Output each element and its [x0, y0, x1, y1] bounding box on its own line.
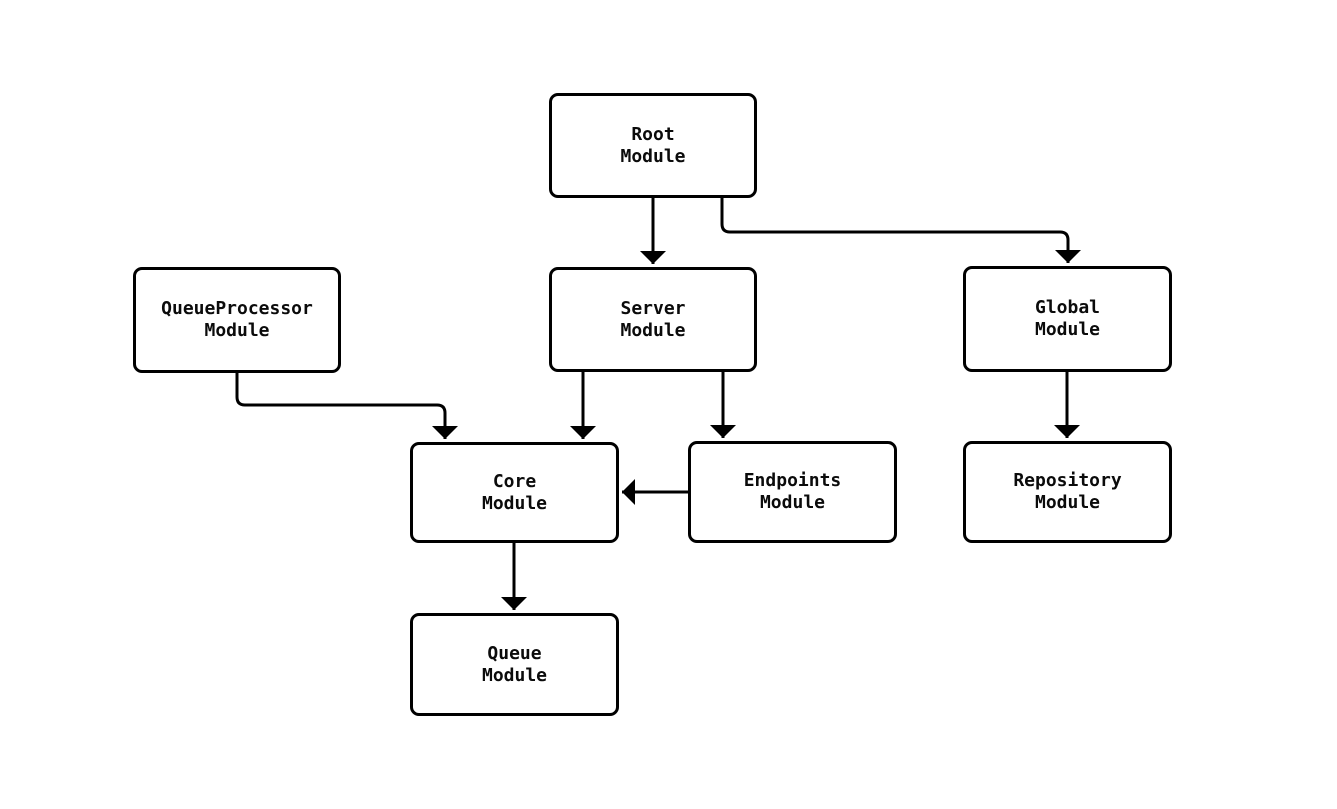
node-endpoints-module: Endpoints Module: [688, 441, 897, 543]
node-queue-module: Queue Module: [410, 613, 619, 716]
node-server-module: Server Module: [549, 267, 757, 372]
edge-root-to-global: [720, 198, 1081, 263]
node-global-module: Global Module: [963, 266, 1172, 372]
node-root-module: Root Module: [549, 93, 757, 198]
node-repository-module: Repository Module: [963, 441, 1172, 543]
edge-queueprocessor-to-core: [235, 373, 458, 439]
node-queueprocessor-module: QueueProcessor Module: [133, 267, 341, 373]
node-core-module: Core Module: [410, 442, 619, 543]
